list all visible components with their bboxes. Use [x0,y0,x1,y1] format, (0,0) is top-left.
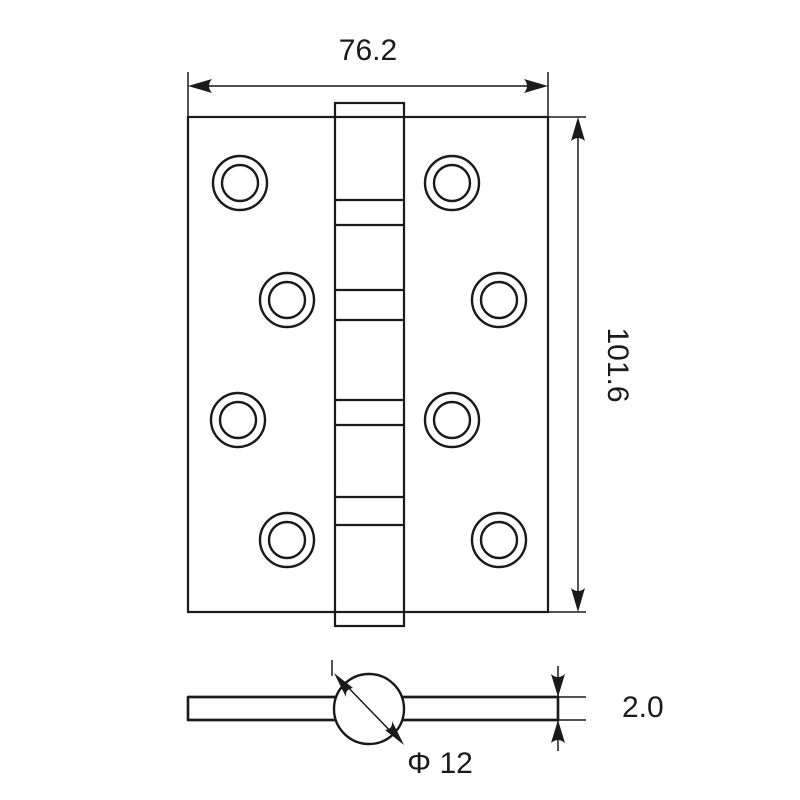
screw-hole-inner-ring [218,400,258,440]
screw-hole-bottom-right [470,511,528,569]
width-arrow-left-icon [188,79,212,93]
screw-hole-inner-ring [267,520,307,560]
hinge-plate-outline [186,115,550,614]
pin-dim-line [339,678,399,740]
thickness-arrow-top-icon [551,674,565,697]
pin-diameter-dimension-group: Φ 12 [331,660,473,780]
screw-hole-bottom-left [258,511,316,569]
screw-hole-top-right [423,154,481,212]
hinge-knuckle-column [333,101,406,628]
thickness-dim-label: 2.0 [622,691,664,724]
hinge-front-view [186,101,550,628]
screw-hole-inner-ring [479,280,519,320]
height-dim-label: 101.6 [601,327,634,402]
pin-arrow-lower-icon [385,721,404,745]
screw-hole-inner-ring [267,280,307,320]
screw-hole-outer-ring [258,511,316,569]
screw-hole-upper-mid-left [258,271,316,329]
screw-hole-top-left [211,154,269,212]
hinge-section-view: Φ 12 2.0 [186,660,664,780]
screw-hole-outer-ring [470,511,528,569]
screw-hole-upper-mid-right [470,271,528,329]
screw-hole-lower-mid-left [209,391,267,449]
screw-hole-inner-ring [220,163,260,203]
thickness-arrow-bottom-icon [551,720,565,743]
pin-arrow-upper-icon [334,673,353,697]
height-arrow-top-icon [571,117,585,141]
screw-hole-outer-ring [209,391,267,449]
screw-hole-outer-ring [258,271,316,329]
screw-hole-lower-mid-right [423,391,481,449]
height-arrow-bottom-icon [571,588,585,612]
width-arrow-right-icon [524,79,548,93]
screw-hole-inner-ring [479,520,519,560]
screw-hole-outer-ring [423,154,481,212]
width-dimension-group: 76.2 [187,34,549,122]
screw-hole-outer-ring [470,271,528,329]
screw-hole-inner-ring [432,400,472,440]
thickness-dimension-group: 2.0 [530,666,664,751]
screw-hole-outer-ring [211,154,269,212]
screw-hole-inner-ring [432,163,472,203]
pin-diameter-label: Φ 12 [407,747,473,780]
width-dim-label: 76.2 [339,34,397,67]
screw-hole-outer-ring [423,391,481,449]
height-dimension-group: 101.6 [548,116,634,613]
